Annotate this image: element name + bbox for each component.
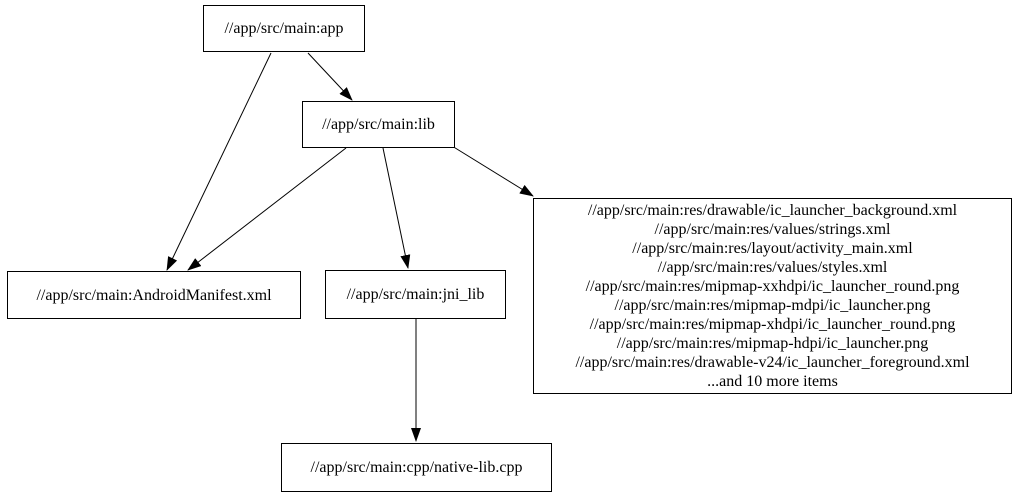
node-app: //app/src/main:app xyxy=(203,5,365,52)
node-native-lib-cpp: //app/src/main:cpp/native-lib.cpp xyxy=(281,443,552,492)
res-file-line: //app/src/main:res/values/styles.xml xyxy=(657,259,888,276)
node-native-lib-cpp-label: //app/src/main:cpp/native-lib.cpp xyxy=(310,459,523,476)
res-file-line: //app/src/main:res/mipmap-hdpi/ic_launch… xyxy=(616,335,929,352)
edge-lib-to-jni-lib xyxy=(382,147,411,269)
res-file-line: //app/src/main:res/mipmap-xhdpi/ic_launc… xyxy=(589,316,956,333)
node-jni-lib-label: //app/src/main:jni_lib xyxy=(346,286,485,303)
node-jni-lib: //app/src/main:jni_lib xyxy=(325,270,506,319)
res-file-line: //app/src/main:res/layout/activity_main.… xyxy=(632,240,913,257)
res-file-line: //app/src/main:res/drawable-v24/ic_launc… xyxy=(575,354,970,371)
edge-lib-to-android-manifest xyxy=(187,147,347,271)
res-file-line: //app/src/main:res/values/strings.xml xyxy=(654,221,891,238)
node-android-manifest-label: //app/src/main:AndroidManifest.xml xyxy=(36,286,272,304)
res-file-line: //app/src/main:res/drawable/ic_launcher_… xyxy=(587,202,958,219)
res-more-items-line: ...and 10 more items xyxy=(707,373,838,390)
node-lib-label: //app/src/main:lib xyxy=(322,116,435,133)
node-res-file-list: //app/src/main:res/drawable/ic_launcher_… xyxy=(533,198,1012,394)
node-lib: //app/src/main:lib xyxy=(302,101,455,148)
edge-app-to-android-manifest xyxy=(166,52,272,271)
edge-app-to-lib xyxy=(307,52,353,101)
res-file-line: //app/src/main:res/mipmap-xxhdpi/ic_laun… xyxy=(585,278,960,295)
edge-lib-to-res-list xyxy=(451,145,534,197)
node-android-manifest: //app/src/main:AndroidManifest.xml xyxy=(7,271,301,319)
node-app-label: //app/src/main:app xyxy=(224,20,344,37)
res-file-line: //app/src/main:res/mipmap-mdpi/ic_launch… xyxy=(614,297,931,314)
